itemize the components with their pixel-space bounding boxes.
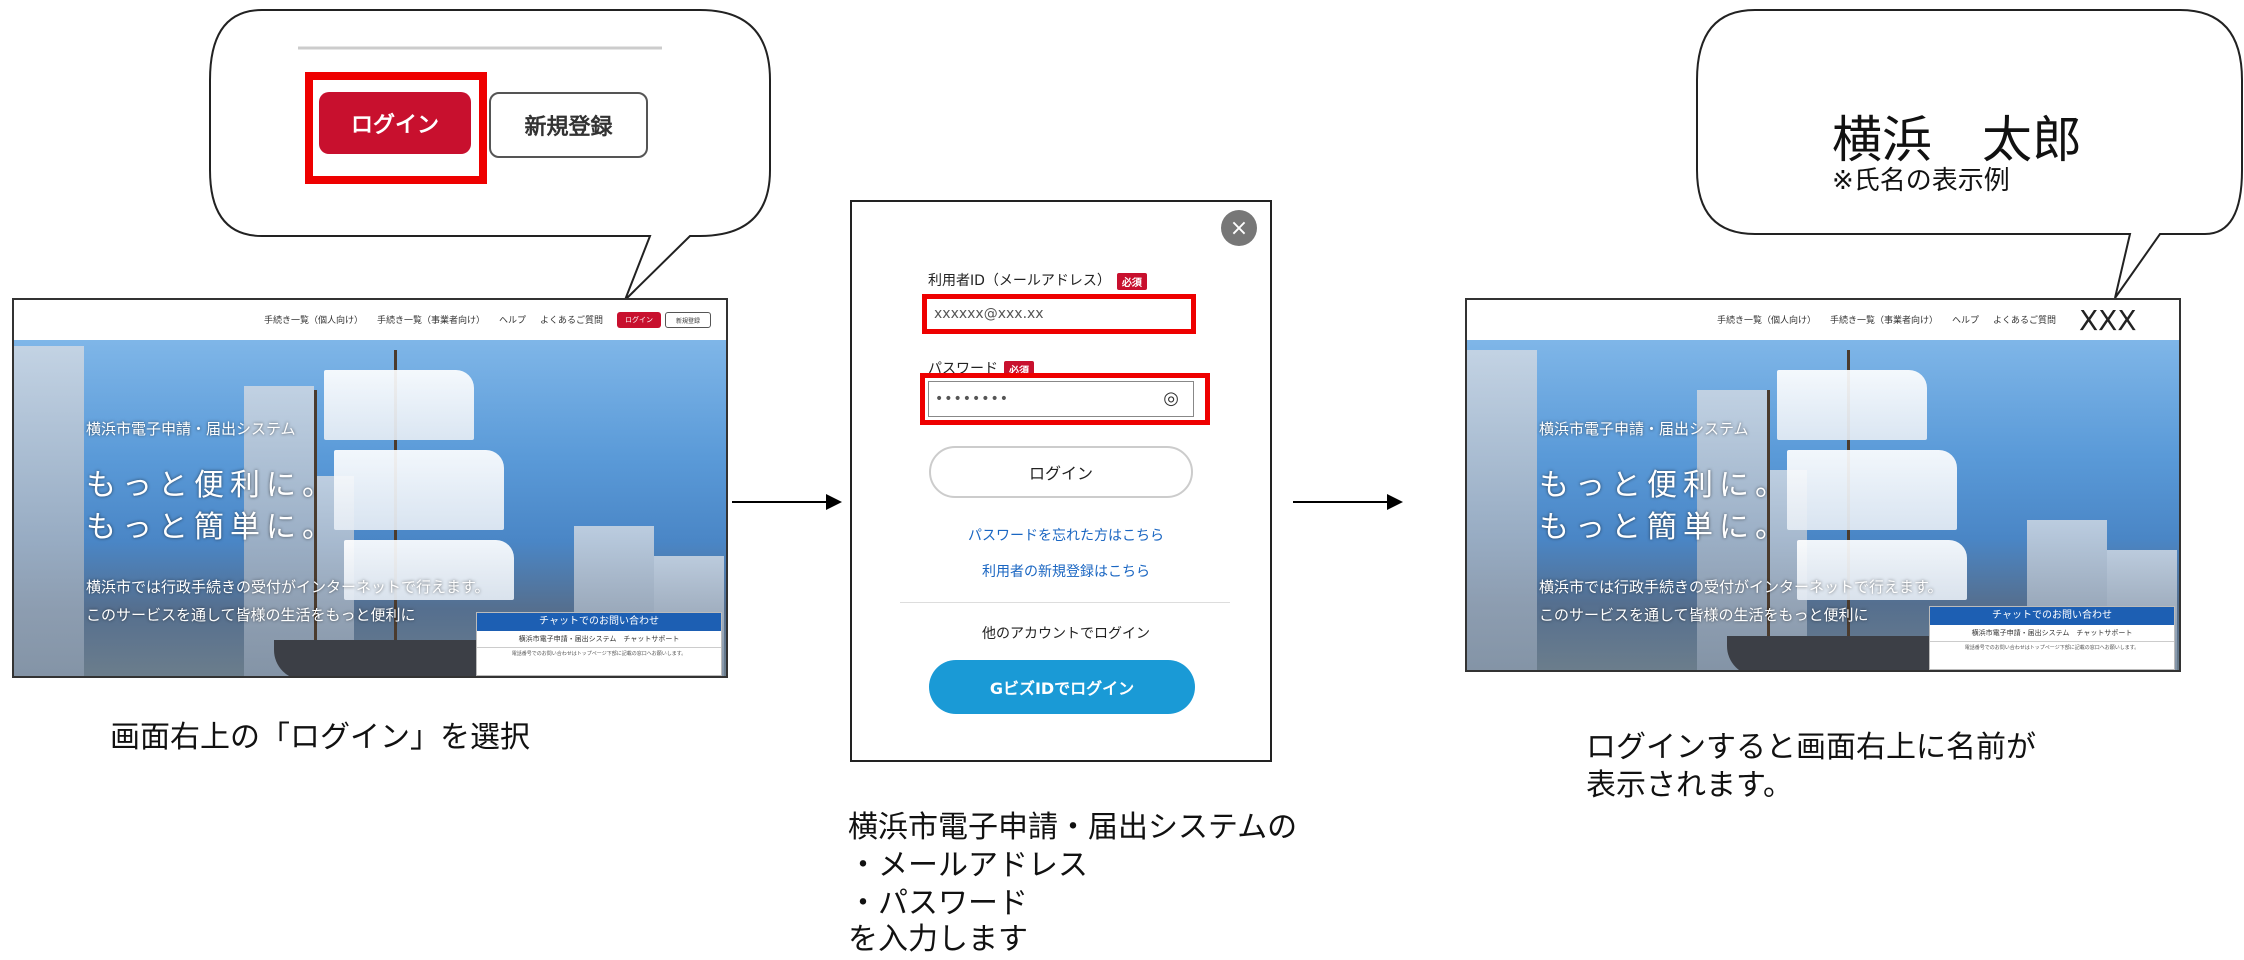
close-icon[interactable]: × <box>1221 210 1257 246</box>
register-user-link[interactable]: 利用者の新規登録はこちら <box>982 564 1150 580</box>
arrow-2-head <box>1387 494 1403 510</box>
password-input[interactable]: •••••••• ◎ <box>928 381 1194 417</box>
nav-link-individual[interactable]: 手続き一覧（個人向け） <box>1717 316 1817 326</box>
site-nav: 手続き一覧（個人向け） 手続き一覧（事業者向け） ヘルプ よくあるご質問 <box>264 313 603 326</box>
chat-note: 電話番号でのお問い合わせはトップページ下部に記載の窓口へお願いします。 <box>511 651 687 657</box>
site-register-button[interactable]: 新規登録 <box>665 312 711 328</box>
eye-icon[interactable]: ◎ <box>1163 388 1179 409</box>
user-id-label: 利用者ID（メールアドレス）必須 <box>928 270 1147 290</box>
nav-link-business[interactable]: 手続き一覧（事業者向け） <box>1830 316 1939 326</box>
chat-support-line: 横浜市電子申請・届出システム チャットサポート <box>1930 625 2174 642</box>
chat-title: チャットでのお問い合わせ <box>1930 607 2174 625</box>
nav-link-help[interactable]: ヘルプ <box>499 316 527 326</box>
step2-caption-line-4: を入力します <box>848 922 1028 957</box>
hero-system-name: 横浜市電子申請・届出システム <box>86 420 296 438</box>
user-name-display[interactable]: XXX <box>2079 304 2137 337</box>
arrow-1-line <box>732 501 828 503</box>
hero-image: 横浜市電子申請・届出システム もっと便利に。 もっと簡単に。 横浜市では行政手続… <box>1467 340 2179 670</box>
step3-caption-line-2: 表示されます。 <box>1586 768 1793 803</box>
arrow-2-line <box>1293 501 1389 503</box>
modal-divider <box>900 602 1230 603</box>
left-speech-bubble <box>209 9 771 301</box>
required-badge: 必須 <box>1116 272 1147 290</box>
user-name-note: ※氏名の表示例 <box>1832 166 2010 196</box>
hero-body-2: このサービスを通して皆様の生活をもっと便利に <box>86 606 416 624</box>
site-screenshot-before: 手続き一覧（個人向け） 手続き一覧（事業者向け） ヘルプ よくあるご質問 ログイ… <box>12 298 728 678</box>
site-nav: 手続き一覧（個人向け） 手続き一覧（事業者向け） ヘルプ よくあるご質問 <box>1717 313 2056 326</box>
hero-headline-2: もっと簡単に。 <box>86 510 338 545</box>
nav-link-faq[interactable]: よくあるご質問 <box>1993 316 2057 326</box>
step2-caption-line-3: ・パスワード <box>848 886 1028 921</box>
step2-caption-line-1: 横浜市電子申請・届出システムの <box>848 810 1298 845</box>
chat-widget[interactable]: チャットでのお問い合わせ 横浜市電子申請・届出システム チャットサポート 電話番… <box>476 612 722 676</box>
hero-body-2: このサービスを通して皆様の生活をもっと便利に <box>1539 606 1869 624</box>
hero-headline-1: もっと便利に。 <box>1539 468 1791 503</box>
other-account-label: 他のアカウントでログイン <box>982 626 1150 642</box>
user-id-input[interactable]: xxxxxx@xxx.xx <box>928 299 1190 329</box>
register-button-zoomed[interactable]: 新規登録 <box>489 92 648 158</box>
hero-body-1: 横浜市では行政手続きの受付がインターネットで行えます。 <box>86 578 490 596</box>
site-header: 手続き一覧（個人向け） 手続き一覧（事業者向け） ヘルプ よくあるご質問 XXX <box>1467 300 2179 341</box>
user-name-example: 横浜 太郎 <box>1832 111 2082 169</box>
site-login-button[interactable]: ログイン <box>617 312 661 328</box>
hero-headline-2: もっと簡単に。 <box>1539 510 1791 545</box>
hero-headline-1: もっと便利に。 <box>86 468 338 503</box>
hero-body-1: 横浜市では行政手続きの受付がインターネットで行えます。 <box>1539 578 1943 596</box>
site-header: 手続き一覧（個人向け） 手続き一覧（事業者向け） ヘルプ よくあるご質問 ログイ… <box>14 300 726 341</box>
hero-system-name: 横浜市電子申請・届出システム <box>1539 420 1749 438</box>
login-submit-button[interactable]: ログイン <box>929 446 1193 498</box>
forgot-password-link[interactable]: パスワードを忘れた方はこちら <box>968 528 1164 544</box>
chat-widget[interactable]: チャットでのお問い合わせ 横浜市電子申請・届出システム チャットサポート 電話番… <box>1929 606 2175 670</box>
site-screenshot-after: 手続き一覧（個人向け） 手続き一覧（事業者向け） ヘルプ よくあるご質問 XXX… <box>1465 298 2181 672</box>
chat-support-line: 横浜市電子申請・届出システム チャットサポート <box>477 631 721 648</box>
hero-image: 横浜市電子申請・届出システム もっと便利に。 もっと簡単に。 横浜市では行政手続… <box>14 340 726 676</box>
login-highlight-frame <box>305 72 487 184</box>
gbiz-login-button[interactable]: GビズIDでログイン <box>929 660 1195 714</box>
chat-note: 電話番号でのお問い合わせはトップページ下部に記載の窓口へお願いします。 <box>1964 645 2140 651</box>
step2-caption-line-2: ・メールアドレス <box>848 848 1088 883</box>
chat-title: チャットでのお問い合わせ <box>477 613 721 631</box>
step1-caption: 画面右上の「ログイン」を選択 <box>110 720 530 755</box>
password-value: •••••••• <box>935 391 1010 407</box>
login-button-zoomed[interactable]: ログイン <box>319 92 471 154</box>
nav-link-help[interactable]: ヘルプ <box>1952 316 1980 326</box>
nav-link-business[interactable]: 手続き一覧（事業者向け） <box>377 316 486 326</box>
nav-link-faq[interactable]: よくあるご質問 <box>540 316 604 326</box>
step3-caption-line-1: ログインすると画面右上に名前が <box>1586 730 2036 765</box>
nav-link-individual[interactable]: 手続き一覧（個人向け） <box>264 316 364 326</box>
arrow-1-head <box>826 494 842 510</box>
user-id-highlight-frame <box>922 294 1196 334</box>
password-highlight-frame <box>920 373 1210 425</box>
